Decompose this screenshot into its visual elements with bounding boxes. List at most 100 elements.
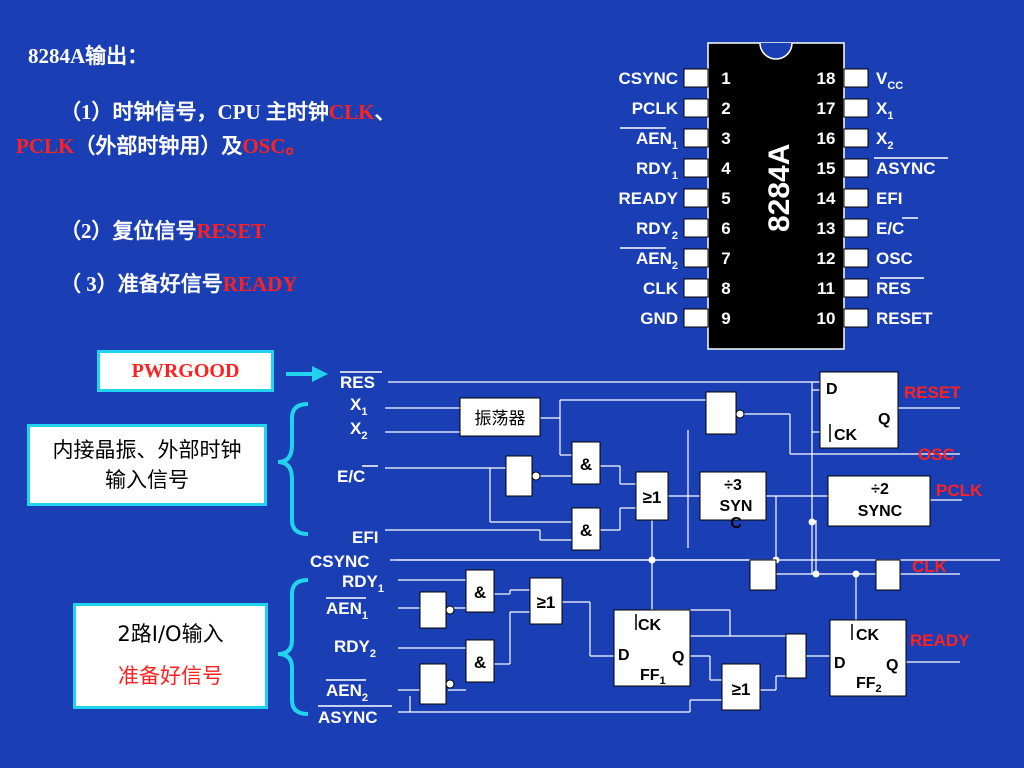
line-ready: （ 3）准备好信号READY bbox=[60, 268, 297, 298]
input-res: RES bbox=[340, 373, 375, 392]
chip-pin-label-10: RESET bbox=[876, 309, 933, 328]
and-gate-1 bbox=[571, 441, 601, 485]
output-osc: OSC bbox=[918, 445, 955, 464]
ff2-ck: CK bbox=[856, 627, 880, 644]
chip-pin-num-2: 2 bbox=[721, 99, 730, 118]
and-gate-3 bbox=[465, 569, 495, 613]
ff1-name: FF1 bbox=[640, 667, 666, 687]
pwrgood-box: PWRGOOD bbox=[97, 350, 274, 392]
chip-pin-num-6: 6 bbox=[721, 219, 730, 238]
chip-pin-num-16: 16 bbox=[817, 129, 836, 148]
chip-pin-right-13 bbox=[843, 218, 869, 238]
line-end: 。 bbox=[285, 134, 307, 158]
line-reset: （2）复位信号RESET bbox=[60, 215, 265, 245]
div3-label-c: C bbox=[730, 515, 742, 532]
chip-name: 8284A bbox=[763, 144, 796, 232]
line-reset-pre: （2）复位信号 bbox=[60, 219, 197, 243]
line-osc: OSC bbox=[242, 134, 286, 158]
io-line1: 2路I/O输入 bbox=[117, 622, 224, 646]
chip-pin-left-1 bbox=[683, 68, 709, 88]
or-gate-2-label: ≥1 bbox=[537, 593, 556, 612]
chip-pin-num-11: 11 bbox=[817, 279, 835, 298]
and-gate-4 bbox=[465, 639, 495, 683]
ec-inverter bbox=[505, 455, 533, 497]
ff2-name: FF2 bbox=[856, 675, 882, 695]
input-csync: CSYNC bbox=[310, 552, 370, 571]
chip-pin-label-4: RDY1 bbox=[636, 159, 678, 182]
aen2-inverter bbox=[419, 663, 447, 705]
chip-body bbox=[707, 42, 845, 350]
crystal-box: 内接晶振、外部时钟输入信号 bbox=[27, 424, 267, 506]
or-gate-3 bbox=[721, 663, 761, 711]
chip-pin-num-17: 17 bbox=[817, 99, 836, 118]
chip-pin-right-15 bbox=[843, 158, 869, 178]
output-ready: READY bbox=[910, 631, 970, 650]
chip-pin-left-9 bbox=[683, 308, 709, 328]
clk-buffer-1 bbox=[749, 559, 777, 591]
reset-dff-d: D bbox=[826, 381, 838, 398]
io-box: 2路I/O输入 准备好信号 bbox=[73, 603, 268, 709]
div2-block bbox=[827, 475, 931, 527]
ff2-block bbox=[829, 619, 907, 697]
input-aen2: AEN2 bbox=[326, 681, 368, 704]
input-async: ASYNC bbox=[318, 708, 378, 727]
chip-pin-right-18 bbox=[843, 68, 869, 88]
chip-pin-right-11 bbox=[843, 278, 869, 298]
ec-inverter-bubble bbox=[531, 471, 541, 481]
io-line2: 准备好信号 bbox=[118, 664, 223, 688]
chip-pin-num-8: 8 bbox=[721, 279, 730, 298]
chip-pin-right-17 bbox=[843, 98, 869, 118]
input-rdy2: RDY2 bbox=[334, 637, 376, 660]
chip-pin-label-2: PCLK bbox=[632, 99, 679, 118]
chip-pin-num-9: 9 bbox=[721, 309, 730, 328]
line-clock-pre: （1）时钟信号，CPU 主时钟 bbox=[60, 100, 329, 124]
chip-pin-num-15: 15 bbox=[817, 159, 836, 178]
line-clock-sep: 、 bbox=[374, 100, 396, 124]
chip-pin-label-12: OSC bbox=[876, 249, 913, 268]
chip-pin-label-1: CSYNC bbox=[618, 69, 678, 88]
chip-pin-label-9: GND bbox=[640, 309, 678, 328]
chip-pin-label-13: E/C bbox=[876, 219, 904, 238]
chip-pin-num-13: 13 bbox=[817, 219, 836, 238]
chip-pin-num-10: 10 bbox=[817, 309, 836, 328]
line-clock: （1）时钟信号，CPU 主时钟CLK、 bbox=[60, 96, 395, 126]
crystal-label: 内接晶振、外部时钟输入信号 bbox=[52, 438, 242, 492]
chip-pin-left-5 bbox=[683, 188, 709, 208]
wires bbox=[385, 381, 1000, 713]
osc-buffer bbox=[705, 391, 737, 435]
line-clock-2: PCLK（外部时钟用）及OSC。 bbox=[16, 130, 307, 160]
chip-pin-label-5: READY bbox=[618, 189, 678, 208]
line-clock-clk: CLK bbox=[328, 100, 375, 124]
pwrgood-arrow bbox=[286, 366, 328, 382]
input-rdy1: RDY1 bbox=[342, 572, 384, 595]
and-gate-3-label: & bbox=[474, 583, 486, 602]
chip-pin-left-7 bbox=[683, 248, 709, 268]
or-gate-1 bbox=[635, 471, 669, 521]
or-gate-1-label: ≥1 bbox=[643, 488, 662, 507]
output-pclk: PCLK bbox=[936, 481, 983, 500]
chip-pin-label-14: EFI bbox=[876, 189, 902, 208]
reset-dff bbox=[819, 371, 899, 449]
aen2-inverter-bubble bbox=[445, 679, 455, 689]
chip-pin-label-8: CLK bbox=[643, 279, 679, 298]
ff-gate-buffer bbox=[785, 633, 807, 679]
input-x2: X2 bbox=[350, 419, 367, 442]
output-clk: CLK bbox=[912, 557, 948, 576]
div2-label-a: ÷2 bbox=[871, 481, 889, 498]
chip-pin-right-12 bbox=[843, 248, 869, 268]
chip-pin-num-14: 14 bbox=[817, 189, 836, 208]
ff1-d: D bbox=[618, 647, 630, 664]
chip-notch bbox=[759, 42, 793, 60]
chip-pin-label-11: RES bbox=[876, 279, 911, 298]
chip-pin-label-16: X2 bbox=[876, 129, 893, 152]
clk-buffer-2 bbox=[875, 559, 901, 591]
line-pclk: PCLK bbox=[16, 134, 75, 158]
chip-pin-label-15: ASYNC bbox=[876, 159, 936, 178]
chip-pin-num-7: 7 bbox=[721, 249, 730, 268]
line-ready-pre: （ 3）准备好信号 bbox=[60, 272, 223, 296]
and-gate-2-label: & bbox=[580, 521, 592, 540]
line-pclk-mid: （外部时钟用）及 bbox=[74, 134, 243, 158]
chip-pin-num-1: 1 bbox=[721, 69, 730, 88]
chip-pin-num-12: 12 bbox=[817, 249, 836, 268]
